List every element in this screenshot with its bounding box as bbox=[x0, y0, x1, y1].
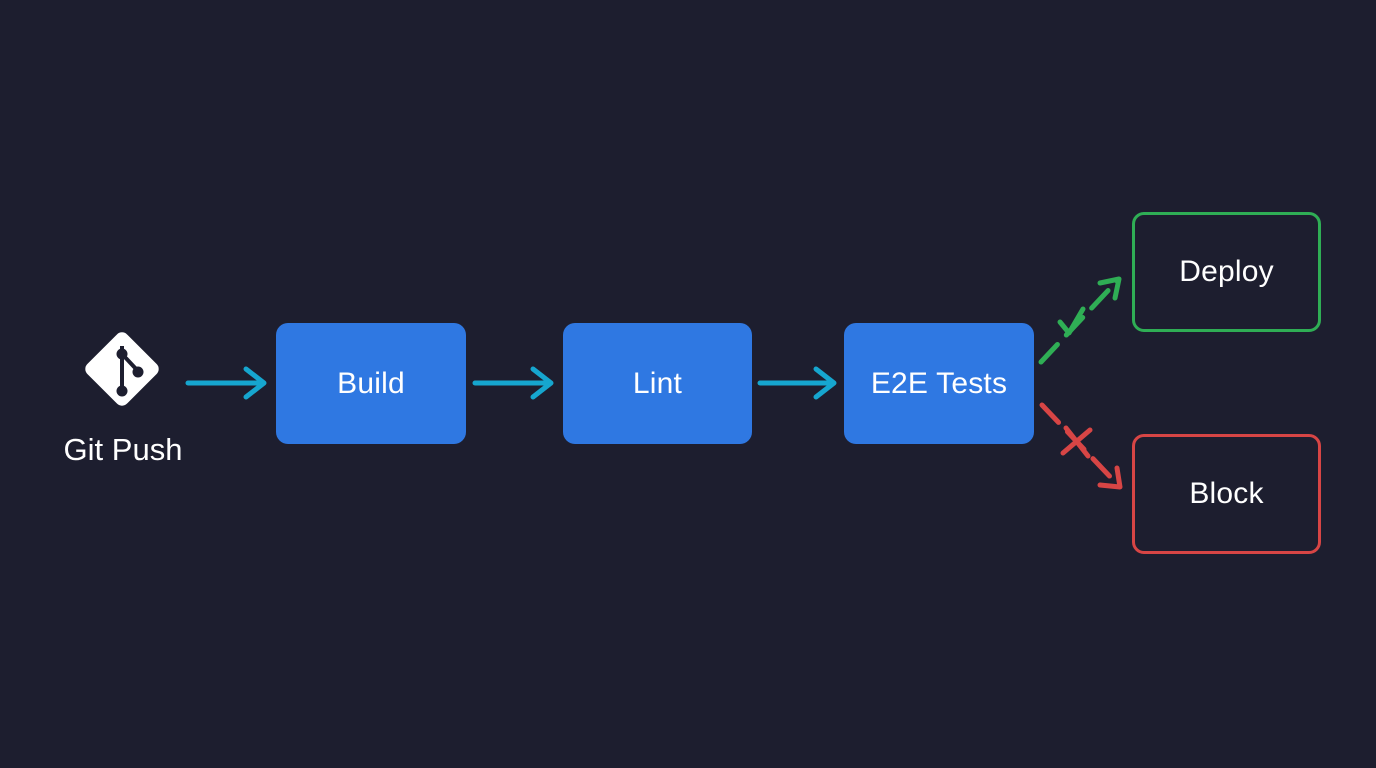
git-icon bbox=[85, 332, 159, 406]
deploy-outcome: Deploy bbox=[1132, 212, 1321, 332]
e2e-tests-step: E2E Tests bbox=[844, 323, 1034, 444]
arrow-build-to-lint bbox=[472, 366, 554, 400]
cross-icon bbox=[1060, 425, 1093, 459]
build-step: Build bbox=[276, 323, 466, 444]
arrow-e2e-to-deploy bbox=[1038, 276, 1122, 365]
git-push-label: Git Push bbox=[63, 432, 183, 467]
arrow-git-to-build bbox=[185, 366, 267, 400]
check-icon bbox=[1057, 306, 1086, 336]
lint-step: Lint bbox=[563, 323, 752, 444]
arrow-lint-to-e2e bbox=[757, 366, 837, 400]
block-outcome: Block bbox=[1132, 434, 1321, 554]
